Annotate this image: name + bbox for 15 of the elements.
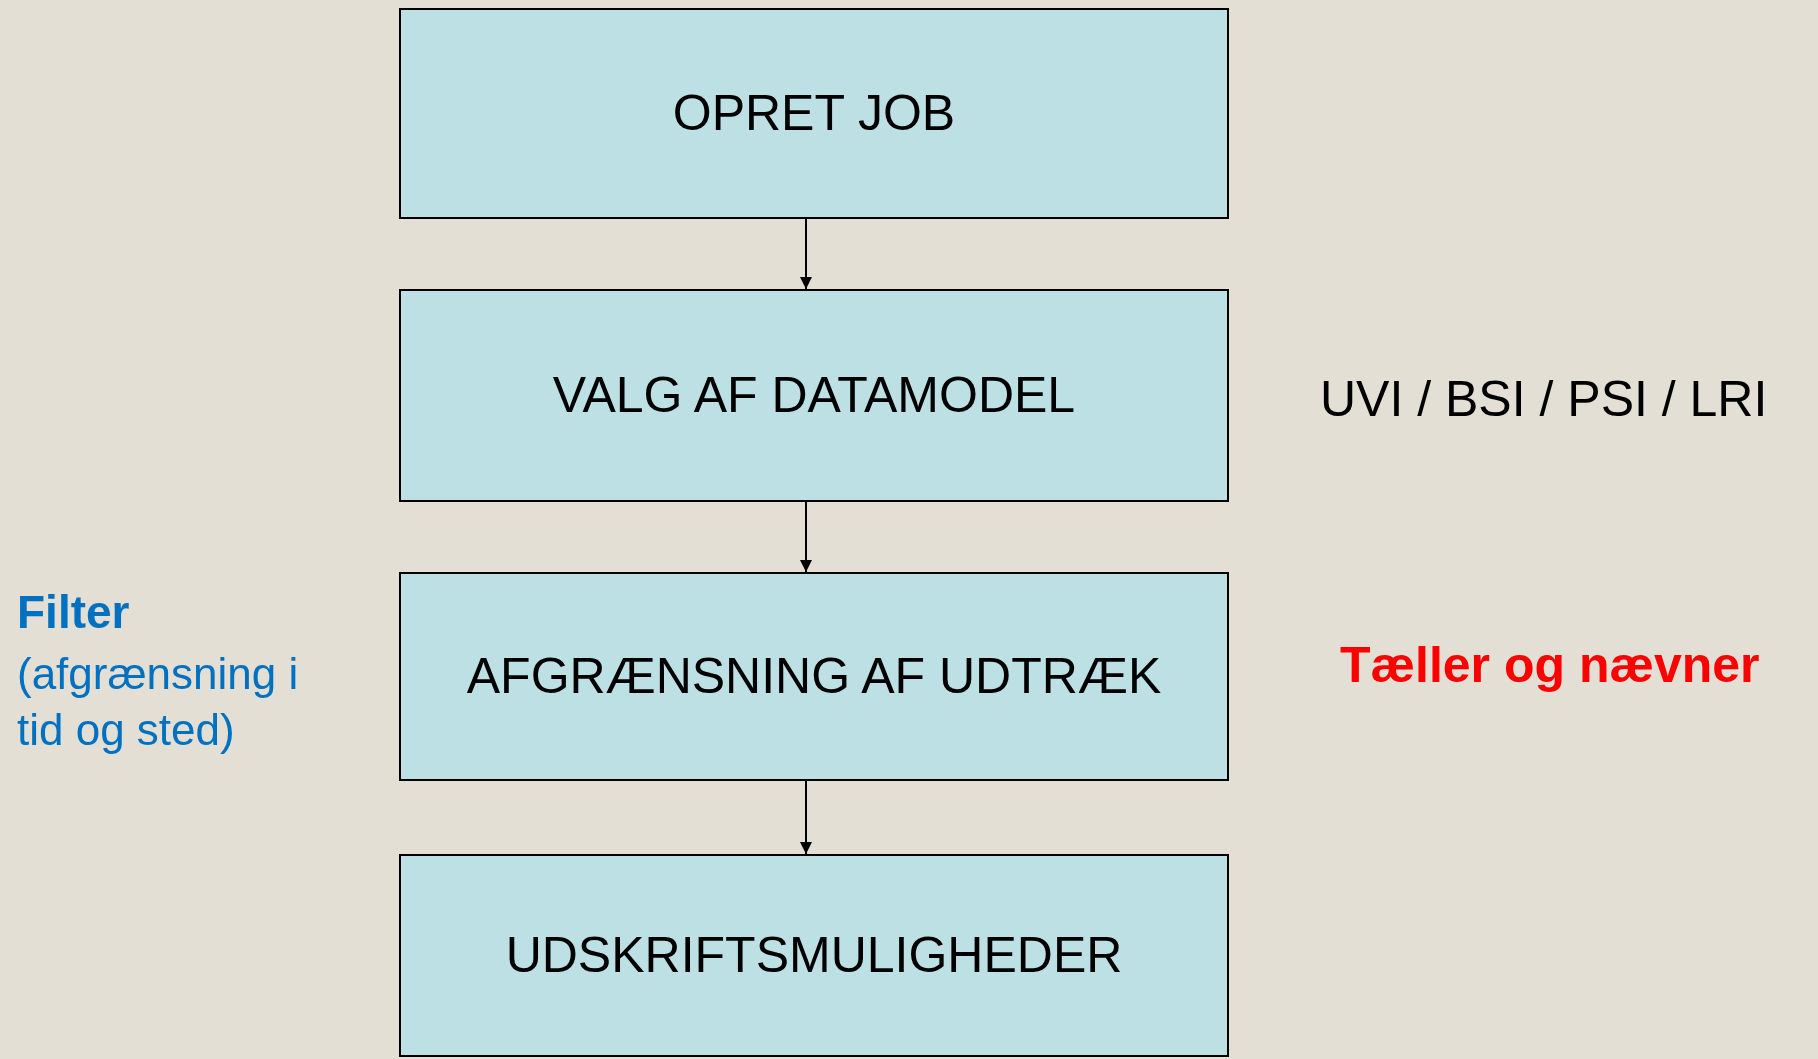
arrow [800,218,812,290]
process-box [399,289,1229,502]
box-label: UDSKRIFTSMULIGHEDER [505,926,1123,985]
box-label: AFGRÆNSNING AF UDTRÆK [466,647,1162,706]
arrow [800,780,812,855]
box-label: OPRET JOB [672,84,956,143]
process-box [399,8,1229,219]
annotation-text: UVI / BSI / PSI / LRI [1320,370,1768,429]
filter-description: (afgrænsning i tid og sted) [17,648,300,756]
arrow [800,501,812,573]
process-box [399,854,1229,1057]
annotation-text: Tæller og nævner [1340,636,1760,695]
filter-heading: Filter [17,585,130,640]
process-box [399,572,1229,781]
box-label: VALG AF DATAMODEL [552,366,1076,425]
